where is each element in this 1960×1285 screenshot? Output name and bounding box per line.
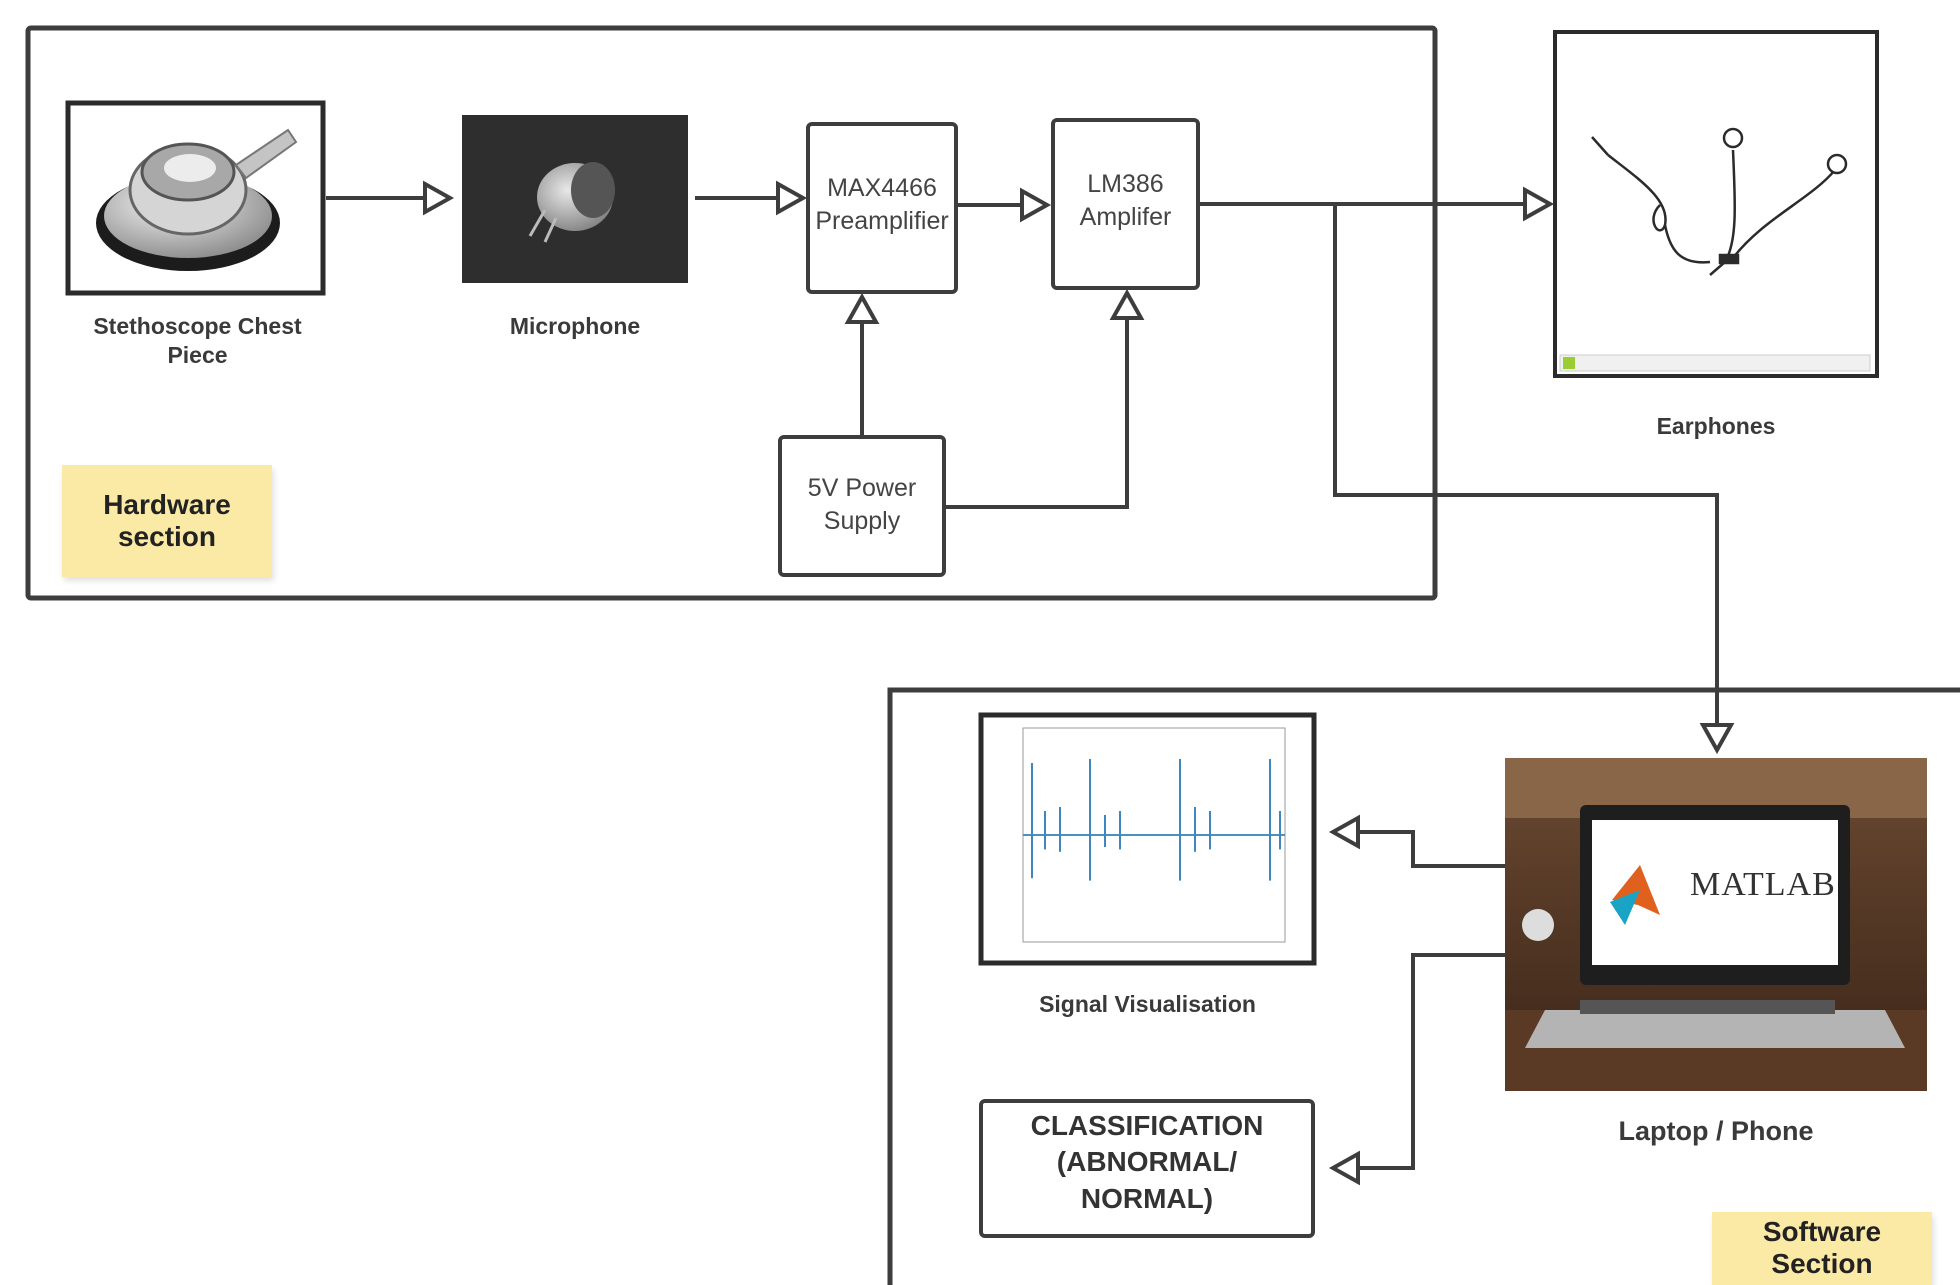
arrowhead-to-preamp [776, 180, 808, 216]
earphones-image-frame [1553, 30, 1879, 378]
stethoscope-label: Stethoscope Chest Piece [93, 313, 302, 368]
signal-visualisation-label: Signal Visualisation [1039, 991, 1256, 1017]
max4466-label: MAX4466 Preamplifier [808, 172, 956, 237]
max4466-line2: Preamplifier [815, 206, 949, 235]
software-section-frame [887, 687, 1960, 1285]
classification-line3: NORMAL) [1080, 1182, 1214, 1214]
max4466-box [806, 122, 958, 294]
connector-lines [326, 196, 1719, 1170]
power-line2: Supply [823, 506, 901, 535]
software-section-note: Software Section [1712, 1212, 1932, 1285]
stethoscope-chest-piece-icon [96, 128, 298, 271]
max4466-line1: MAX4466 [827, 174, 937, 202]
power-line1: 5V Power [807, 474, 917, 502]
classification-box [979, 1099, 1315, 1238]
arrowhead-power-to-amp [1109, 288, 1145, 320]
arrowhead-to-amp [1020, 187, 1052, 223]
arrowhead-to-laptop [1699, 723, 1735, 755]
arrowheads [423, 180, 1735, 1186]
lm386-line2: Amplifer [1079, 202, 1172, 231]
classification-line2: (ABNORMAL/ [1056, 1146, 1238, 1178]
arrowhead-to-microphone [423, 180, 455, 216]
classification-label: CLASSIFICATION (ABNORMAL/ NORMAL) [981, 1108, 1313, 1217]
lm386-box [1051, 118, 1200, 290]
microphone-label: Microphone [509, 313, 641, 339]
arrowhead-to-classification [1328, 1150, 1360, 1186]
power-supply-label: 5V Power Supply [780, 472, 944, 537]
laptop-phone-label: Laptop / Phone [1618, 1116, 1814, 1146]
microphone-icon [528, 162, 615, 243]
earphones-icon [1559, 127, 1871, 372]
matlab-text: MATLAB [1690, 866, 1836, 903]
lm386-label: LM386 Amplifer [1053, 168, 1198, 233]
arrowhead-to-signal [1328, 814, 1360, 850]
hardware-section-frame [25, 25, 1438, 601]
hardware-section-note: Hardware section [62, 465, 272, 577]
earphones-label: Earphones [1656, 413, 1776, 439]
arrowhead-to-earphones [1523, 186, 1555, 222]
lm386-line1: LM386 [1087, 170, 1164, 198]
laptop-image [1505, 758, 1927, 1091]
signal-visualisation-frame [978, 712, 1317, 966]
arrowhead-power-to-preamp [844, 292, 880, 324]
signal-plot [1022, 727, 1286, 943]
classification-line1: CLASSIFICATION [1030, 1110, 1264, 1141]
